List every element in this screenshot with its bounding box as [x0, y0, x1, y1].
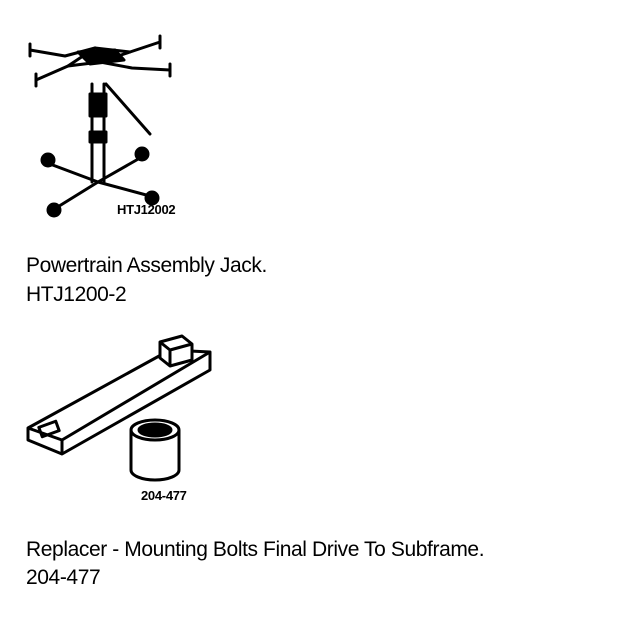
replacer-tool-illustration [26, 334, 212, 482]
tool-name-replacer: Replacer - Mounting Bolts Final Drive To… [26, 538, 485, 561]
tool-name-jack: Powertrain Assembly Jack. [26, 254, 267, 277]
figure-label-replacer: 204-477 [141, 488, 187, 503]
figure-label-jack: HTJ12002 [117, 202, 176, 217]
powertrain-jack-illustration [28, 34, 172, 218]
tool-part-number-replacer: 204-477 [26, 566, 101, 589]
tool-part-number-jack: HTJ1200-2 [26, 283, 127, 306]
